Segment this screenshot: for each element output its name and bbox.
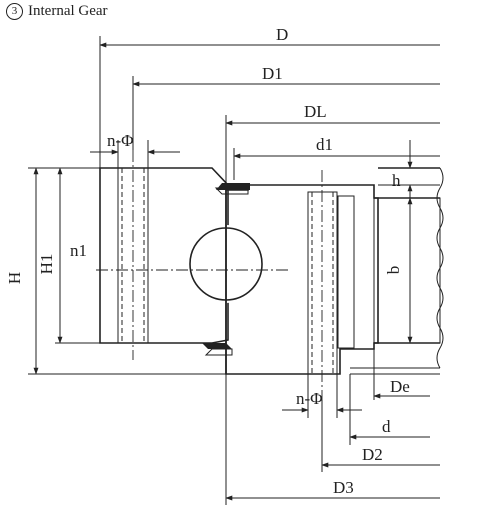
dim-H: H [5,272,24,284]
dim-H1: H1 [37,254,56,275]
dim-De: De [390,377,410,396]
caption-text: Internal Gear [28,3,108,19]
bottom-dimensions: De n-Φ d D2 D3 [225,349,440,505]
dim-D3: D3 [333,478,354,497]
dim-b: b [384,266,403,275]
b-dimension: b [384,197,413,344]
h-dimension: h [378,140,440,210]
dim-D1: D1 [262,64,283,83]
left-dimensions: H H1 n1 [5,167,226,375]
dim-n1: n1 [70,241,87,260]
center-lines [96,150,323,400]
dim-n-phi-top: n-Φ [107,131,134,150]
dim-d1: d1 [316,135,333,154]
dim-d: d [382,417,391,436]
top-dimensions: D D1 DL d1 n-Φ [90,25,440,183]
figure-caption: 3 Internal Gear [6,3,108,20]
dim-DL: DL [304,102,327,121]
caption-number: 3 [6,3,23,20]
dim-D: D [276,25,288,44]
dim-n-phi-bottom: n-Φ [296,389,323,408]
dim-D2: D2 [362,445,383,464]
dim-h: h [392,171,401,190]
